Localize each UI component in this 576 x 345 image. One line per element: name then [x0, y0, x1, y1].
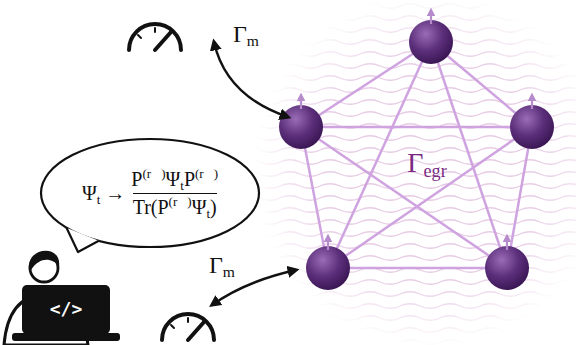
- meter-needle: [188, 322, 204, 340]
- spin-arrow: [327, 238, 329, 250]
- formula-lhs: Ψt →: [82, 182, 125, 205]
- code-icon: </>: [50, 299, 83, 319]
- spin-sphere: [485, 246, 529, 290]
- spin-arrow: [430, 12, 432, 24]
- rate-label: Γm: [209, 252, 235, 278]
- speech-bubble: Ψt → P(r⃗)ΨtP(r⃗)Tr(P(r⃗)Ψt): [39, 137, 261, 249]
- rate-label: Γegr: [407, 148, 446, 179]
- rate-label: Γm: [233, 21, 259, 47]
- meter-dial: [162, 314, 214, 340]
- coupling-line: [328, 267, 507, 270]
- meter-top: [129, 24, 181, 50]
- measurement-arrow: [214, 42, 288, 117]
- bubble-content: Ψt → P(r⃗)ΨtP(r⃗)Tr(P(r⃗)Ψt): [39, 137, 261, 249]
- spin-arrow: [531, 97, 533, 109]
- spin-sphere: [510, 105, 554, 149]
- fraction-numerator: P(r⃗)ΨtP(r⃗): [131, 168, 218, 192]
- bubble-tail: [67, 228, 99, 252]
- spin-sphere: [279, 105, 323, 149]
- laptop-base: [12, 333, 120, 341]
- wave-background: [252, 0, 576, 345]
- person-hair: [29, 251, 59, 270]
- meter-bottom: [162, 314, 214, 340]
- laptop-screen: [22, 285, 110, 334]
- fraction: P(r⃗)ΨtP(r⃗)Tr(P(r⃗)Ψt): [131, 168, 218, 219]
- meter-tick: [171, 325, 174, 328]
- bubble-tail-fill: [67, 228, 99, 252]
- meter-tick: [138, 35, 141, 38]
- spin-arrow: [506, 238, 508, 250]
- meter-tick: [187, 318, 189, 322]
- coupling-line: [431, 42, 507, 268]
- spin-sphere: [409, 20, 453, 64]
- meter-needle: [155, 32, 171, 50]
- meter-tick: [154, 28, 156, 32]
- coupling-line: [301, 126, 532, 129]
- spin-arrow: [300, 97, 302, 109]
- fraction-denominator: Tr(P(r⃗)Ψt): [133, 193, 217, 219]
- spin-sphere: [306, 246, 350, 290]
- coupling-lines: [301, 42, 532, 268]
- person: [4, 251, 120, 345]
- meter-dial: [129, 24, 181, 50]
- spins: [279, 12, 554, 290]
